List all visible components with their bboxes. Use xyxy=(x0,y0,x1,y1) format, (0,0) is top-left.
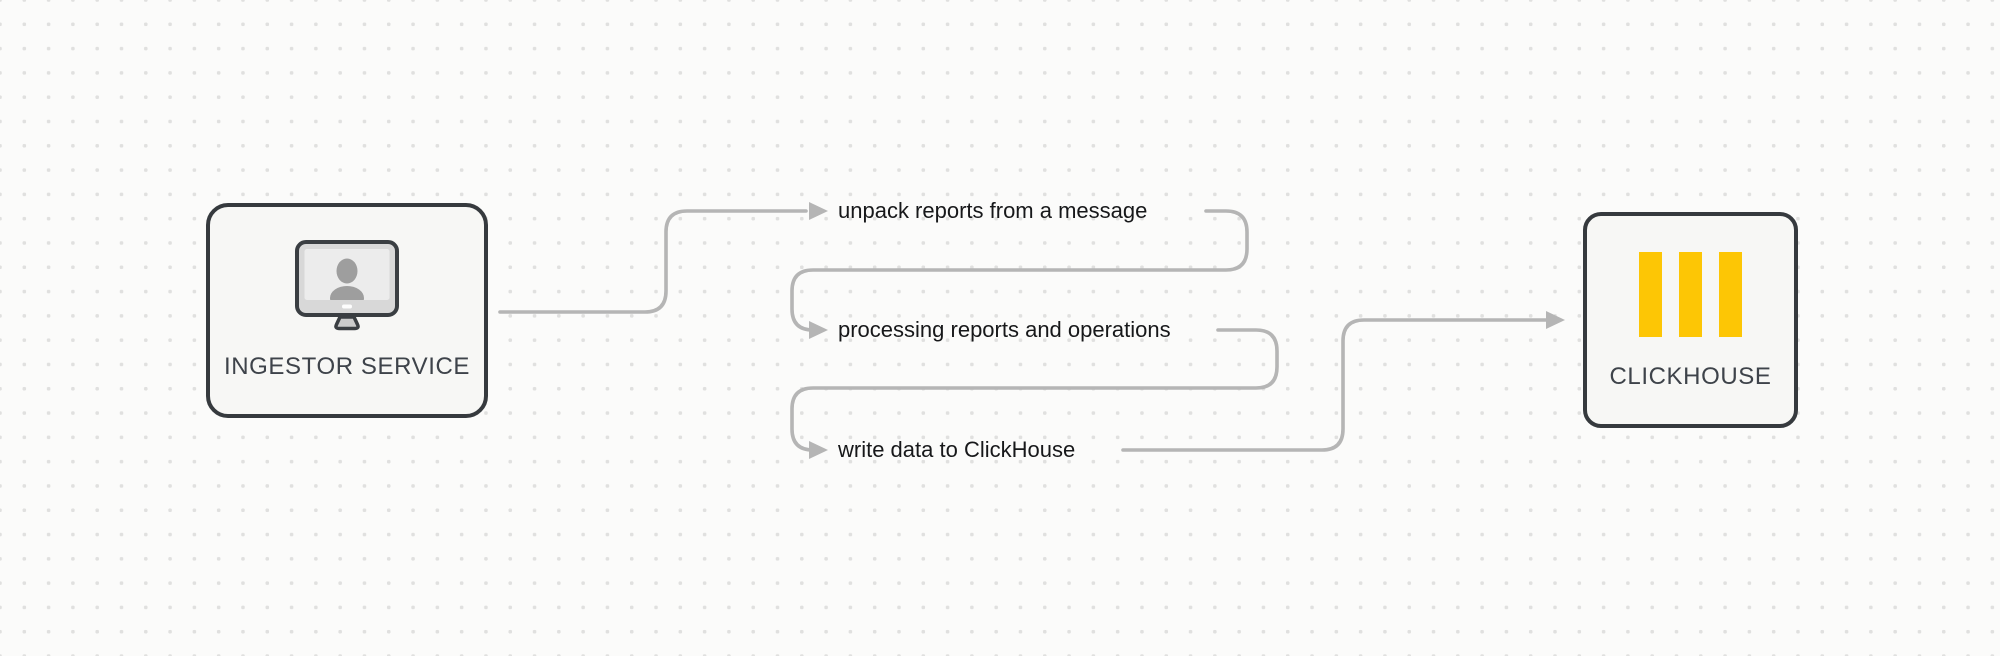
arrowhead-step3-icon xyxy=(809,441,828,459)
connector-step3-to-clickhouse xyxy=(1121,318,1548,452)
ingestor-service-node[interactable]: INGESTOR SERVICE xyxy=(206,203,488,418)
arrowhead-step2-icon xyxy=(809,321,828,339)
connector-step1-to-step2 xyxy=(790,209,1249,332)
connector-ingestor-to-step1 xyxy=(498,209,808,314)
clickhouse-bars-icon xyxy=(1639,252,1742,337)
connector-step2-to-step3 xyxy=(790,328,1279,452)
monitor-user-icon xyxy=(295,240,399,331)
arrowhead-clickhouse-icon xyxy=(1546,311,1565,329)
step-label-processing[interactable]: processing reports and operations xyxy=(838,317,1171,342)
clickhouse-label: CLICKHOUSE xyxy=(1609,363,1772,390)
arrowhead-step1-icon xyxy=(809,202,828,220)
step-label-write[interactable]: write data to ClickHouse xyxy=(838,437,1076,462)
user-silhouette-icon xyxy=(330,258,364,300)
step-label-unpack[interactable]: unpack reports from a message xyxy=(838,198,1148,223)
clickhouse-node[interactable]: CLICKHOUSE xyxy=(1583,212,1798,428)
ingestor-service-label: INGESTOR SERVICE xyxy=(223,353,471,380)
